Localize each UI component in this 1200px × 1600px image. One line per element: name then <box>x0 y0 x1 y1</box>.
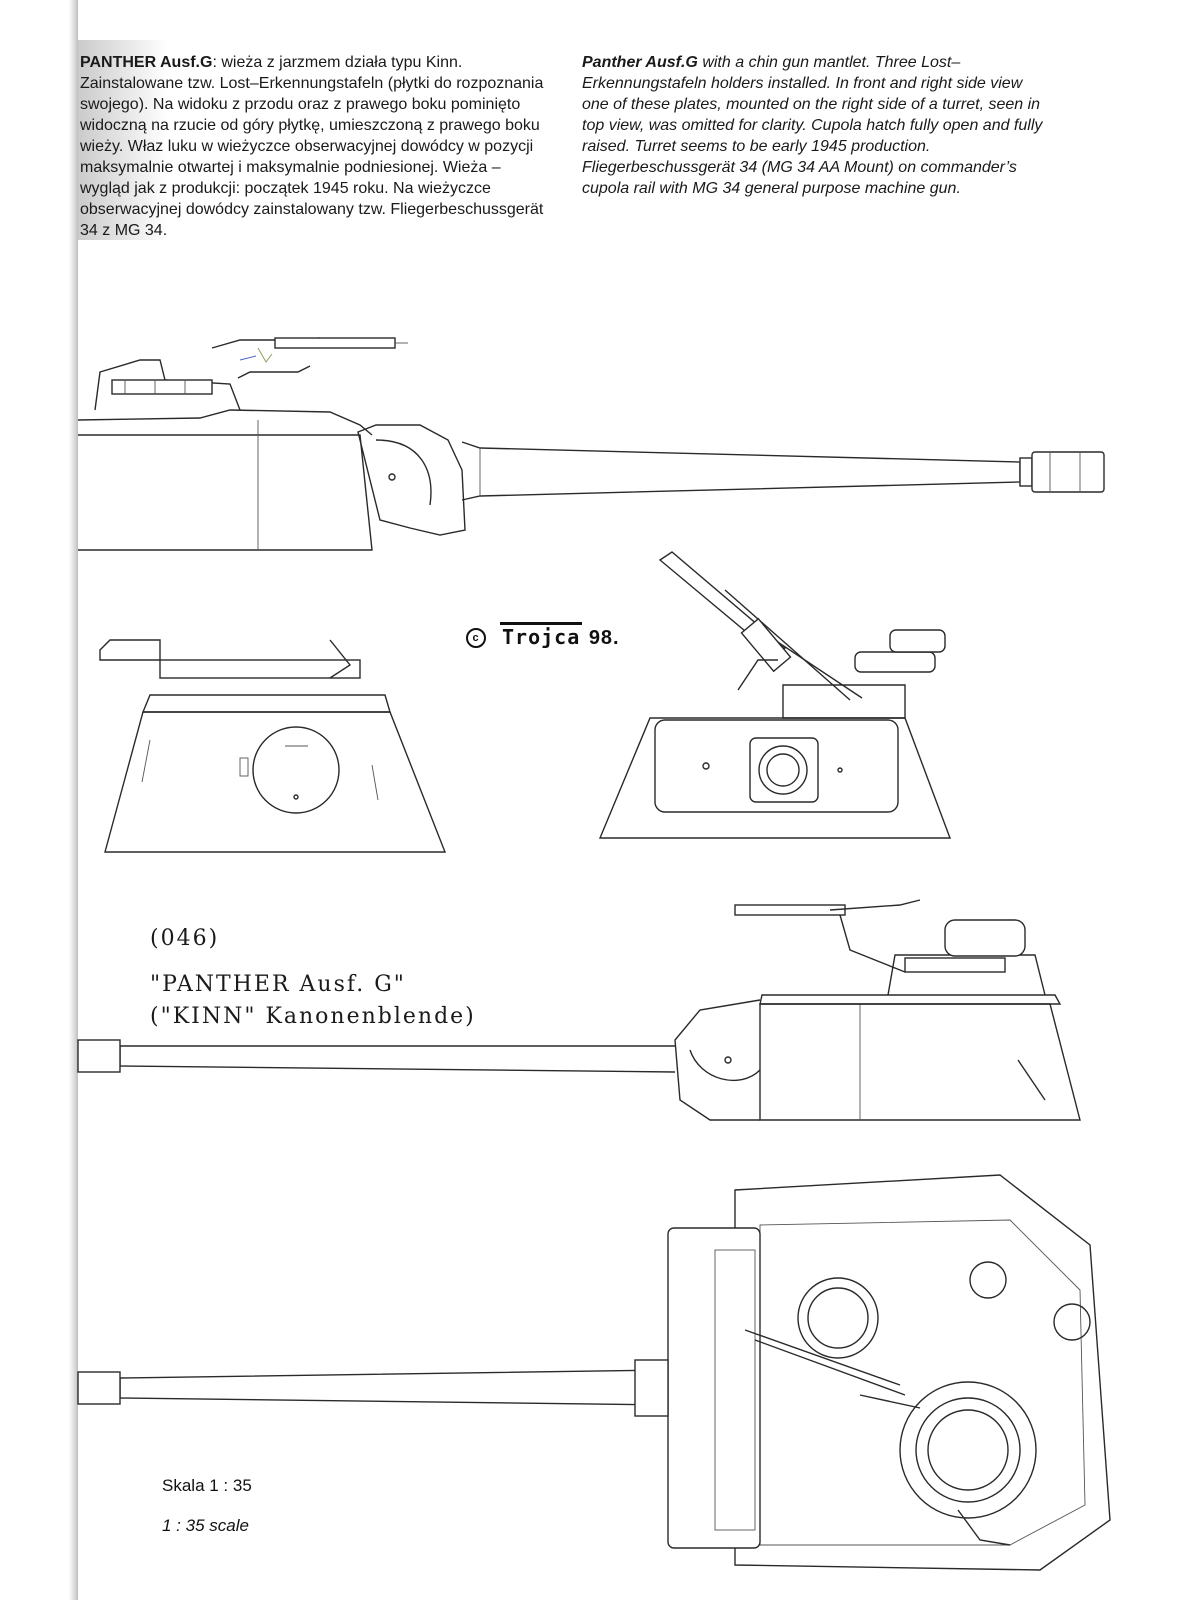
description-polish-lead: PANTHER Ausf.G <box>80 54 213 71</box>
rear-view <box>99 639 447 853</box>
copyright-year: 98. <box>588 627 620 649</box>
left-side-view <box>77 337 1105 551</box>
right-side-view <box>77 899 1081 1121</box>
description-english-body: with a chin gun mantlet. Three Lost–Erke… <box>582 54 1043 197</box>
description-english: Panther Ausf.G with a chin gun mantlet. … <box>582 52 1052 199</box>
copyright-mark: c Trojca 98. <box>466 622 620 650</box>
description-polish: PANTHER Ausf.G: wieża z jarzmem działa t… <box>80 52 550 241</box>
front-view <box>598 551 952 839</box>
caption-subtitle: ("KINN" Kanonenblende) <box>150 1004 476 1029</box>
scale-label-polish: Skala 1 : 35 <box>162 1476 252 1495</box>
caption-number: (046) <box>150 926 220 951</box>
copyright-brand: Trojca <box>500 622 583 649</box>
description-english-lead: Panther Ausf.G <box>582 54 698 71</box>
copyright-symbol: c <box>466 628 486 648</box>
description-polish-body: : wieża z jarzmem działa typu Kinn. Zain… <box>80 54 544 239</box>
scale-label-english: 1 : 35 scale <box>162 1516 249 1535</box>
page-binding-shadow <box>0 0 78 1600</box>
caption-title: "PANTHER Ausf. G" <box>150 972 406 997</box>
top-view <box>77 1174 1111 1571</box>
